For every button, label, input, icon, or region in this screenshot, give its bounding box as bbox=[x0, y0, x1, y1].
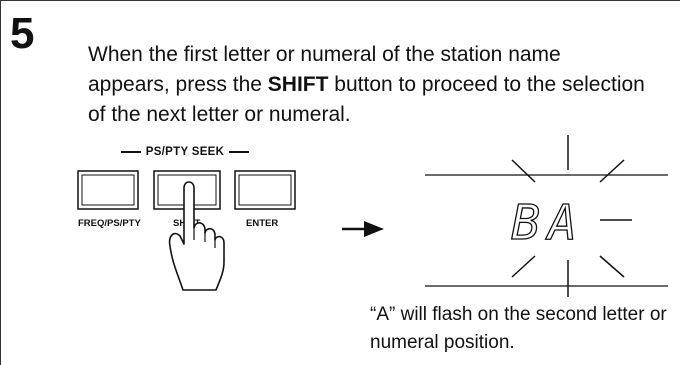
pointing-hand-icon bbox=[168, 181, 225, 291]
label-dash-right bbox=[229, 151, 250, 153]
group-label-text: PS/PTY SEEK bbox=[145, 146, 225, 158]
frame-left-border bbox=[0, 0, 1, 365]
button-group-label: PS/PTY SEEK bbox=[95, 146, 275, 158]
enter-label: ENTER bbox=[246, 218, 278, 229]
label-dash-left bbox=[120, 151, 141, 153]
instruction-text-end: button to proceed to the selection of th… bbox=[88, 73, 645, 126]
enter-button[interactable] bbox=[234, 170, 296, 210]
display-border-lines bbox=[425, 174, 668, 287]
display-caption: “A” will flash on the second letter or n… bbox=[370, 304, 667, 353]
step-instruction: When the first letter or numeral of the … bbox=[88, 40, 648, 130]
instruction-text-start: When the first letter or numeral of the … bbox=[88, 43, 561, 96]
right-arrow-icon bbox=[342, 221, 384, 237]
instruction-bold-word: SHIFT bbox=[267, 73, 329, 96]
display-text: BA bbox=[511, 195, 585, 251]
freq-ps-pty-button[interactable] bbox=[77, 170, 139, 210]
frame-top-border bbox=[0, 0, 680, 1]
step-number: 5 bbox=[10, 9, 35, 58]
freq-ps-pty-label: FREQ/PS/PTY bbox=[78, 218, 141, 229]
flash-rays-icon bbox=[511, 135, 632, 297]
